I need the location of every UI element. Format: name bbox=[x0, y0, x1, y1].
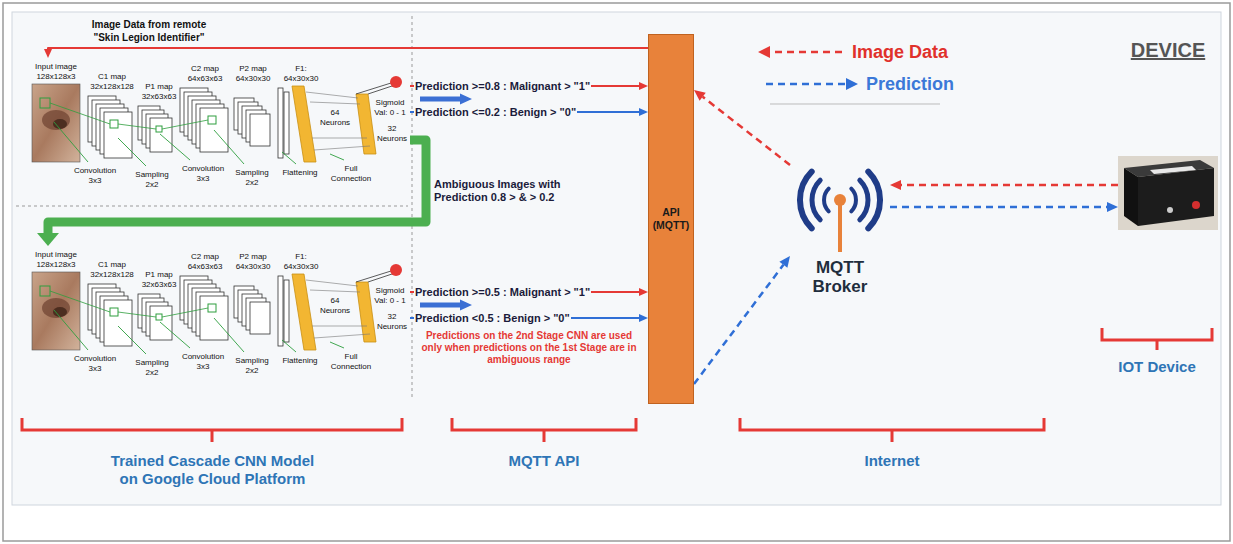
layer-label: C1 map 32x128x128 bbox=[86, 72, 138, 92]
connector-label: Prediction <0.5 : Benign > "0" bbox=[414, 312, 571, 325]
antenna-mast bbox=[838, 204, 842, 252]
layer-label: F1: 64x30x30 bbox=[278, 64, 324, 84]
cnn-illustration bbox=[32, 76, 402, 166]
layer-label: C2 map 64x63x63 bbox=[182, 252, 228, 272]
cnn-stage-panel: Input image 128x128x3C1 map 32x128x128P1… bbox=[30, 58, 410, 198]
cnn-illustration bbox=[32, 264, 402, 354]
operation-label: Sampling 2x2 bbox=[130, 170, 174, 190]
section-label: MQTT API bbox=[484, 452, 604, 470]
connector-label: Prediction >=0.5 : Malignant > "1" bbox=[414, 286, 591, 299]
bracket bbox=[740, 418, 1044, 442]
layer-label: 64 Neurons bbox=[318, 296, 352, 316]
api-box: API (MQTT) bbox=[648, 34, 694, 404]
connector-label: Prediction <=0.2 : Benign > "0" bbox=[414, 106, 577, 119]
connector bbox=[890, 206, 1107, 209]
connector bbox=[48, 140, 426, 233]
operation-label: Convolution 3x3 bbox=[178, 164, 228, 184]
legend-text: Image Data bbox=[852, 41, 948, 63]
panel bbox=[12, 12, 1221, 505]
layer-label: Sigmoid Val: 0 - 1 bbox=[370, 286, 410, 306]
cnn-stage-panel: Input image 128x128x3C1 map 32x128x128P1… bbox=[30, 246, 410, 386]
signal-arc bbox=[851, 189, 856, 212]
photo-backdrop bbox=[1118, 156, 1218, 230]
block-arrow bbox=[420, 300, 472, 311]
separator-line bbox=[770, 104, 940, 105]
layer-label: Input image 128x128x3 bbox=[30, 250, 82, 270]
operation-label: Full Connection bbox=[326, 352, 376, 372]
broker-label: MQTT Broker bbox=[790, 258, 890, 296]
operation-label: Flattening bbox=[280, 356, 320, 366]
signal-arc bbox=[860, 180, 868, 220]
layer-label: P1 map 32x63x63 bbox=[136, 270, 182, 290]
layer-label: Sigmoid Val: 0 - 1 bbox=[370, 98, 410, 118]
bracket bbox=[22, 418, 402, 442]
layer-label: C1 map 32x128x128 bbox=[86, 260, 138, 280]
layer-label: P1 map 32x63x63 bbox=[136, 82, 182, 102]
signal-arc bbox=[868, 172, 880, 229]
section-label: Trained Cascade CNN Model on Google Clou… bbox=[105, 452, 320, 488]
device-side bbox=[1124, 168, 1138, 226]
signal-arc bbox=[812, 180, 820, 220]
layer-label: P2 map 64x30x30 bbox=[230, 252, 276, 272]
legend-sample-head bbox=[758, 46, 770, 58]
device-knob bbox=[1167, 207, 1173, 213]
layer-label: 64 Neurons bbox=[318, 108, 352, 128]
iot-device: DEVICE bbox=[1118, 34, 1218, 230]
note-text: Predictions on the 2nd Stage CNN are use… bbox=[416, 330, 642, 366]
operation-label: Full Connection bbox=[326, 164, 376, 184]
section-label: IOT Device bbox=[1097, 358, 1217, 376]
device-button bbox=[1192, 201, 1200, 209]
connector bbox=[694, 265, 783, 384]
layer-label: F1: 64x30x30 bbox=[278, 252, 324, 272]
operation-label: Sampling 2x2 bbox=[230, 168, 274, 188]
connector-label: Ambiguous Images with Prediction 0.8 > &… bbox=[434, 178, 590, 204]
section-label: Internet bbox=[832, 452, 952, 470]
operation-label: Flattening bbox=[280, 168, 320, 178]
legend-sample-line bbox=[766, 83, 846, 86]
operation-label: Sampling 2x2 bbox=[230, 356, 274, 376]
layer-label: 32 Neurons bbox=[376, 312, 408, 332]
device-heading: DEVICE bbox=[1118, 38, 1218, 62]
signal-arc bbox=[800, 172, 812, 229]
mqtt-broker: MQTT Broker bbox=[790, 150, 890, 300]
outer-frame bbox=[3, 3, 1230, 541]
bracket bbox=[452, 418, 636, 442]
operation-label: Convolution 3x3 bbox=[70, 166, 120, 186]
connector bbox=[48, 48, 648, 49]
legend-sample-line bbox=[770, 51, 842, 54]
operation-label: Sampling 2x2 bbox=[130, 358, 174, 378]
layer-label: C2 map 64x63x63 bbox=[182, 64, 228, 84]
operation-label: Convolution 3x3 bbox=[70, 354, 120, 374]
connector bbox=[703, 97, 790, 165]
layer-label: 32 Neurons bbox=[376, 124, 408, 144]
divider-line bbox=[412, 16, 413, 400]
legend-sample-head bbox=[846, 78, 858, 90]
connector-label: Prediction >=0.8 : Malignant > "1" bbox=[414, 80, 591, 93]
block-arrow bbox=[420, 94, 472, 105]
signal-arc bbox=[824, 189, 829, 212]
layer-label: P2 map 64x30x30 bbox=[230, 64, 276, 84]
antenna-ball bbox=[834, 194, 846, 206]
operation-label: Convolution 3x3 bbox=[178, 352, 228, 372]
legend-text: Prediction bbox=[866, 73, 954, 95]
bracket bbox=[1102, 328, 1212, 350]
connector bbox=[901, 184, 1118, 187]
divider-line bbox=[16, 206, 408, 207]
connector-label: Image Data from remote "Skin Legion Iden… bbox=[84, 18, 214, 44]
device-front bbox=[1138, 168, 1214, 226]
device-sticker bbox=[1150, 166, 1196, 174]
api-label: API (MQTT) bbox=[649, 206, 693, 232]
layer-label: Input image 128x128x3 bbox=[30, 62, 82, 82]
